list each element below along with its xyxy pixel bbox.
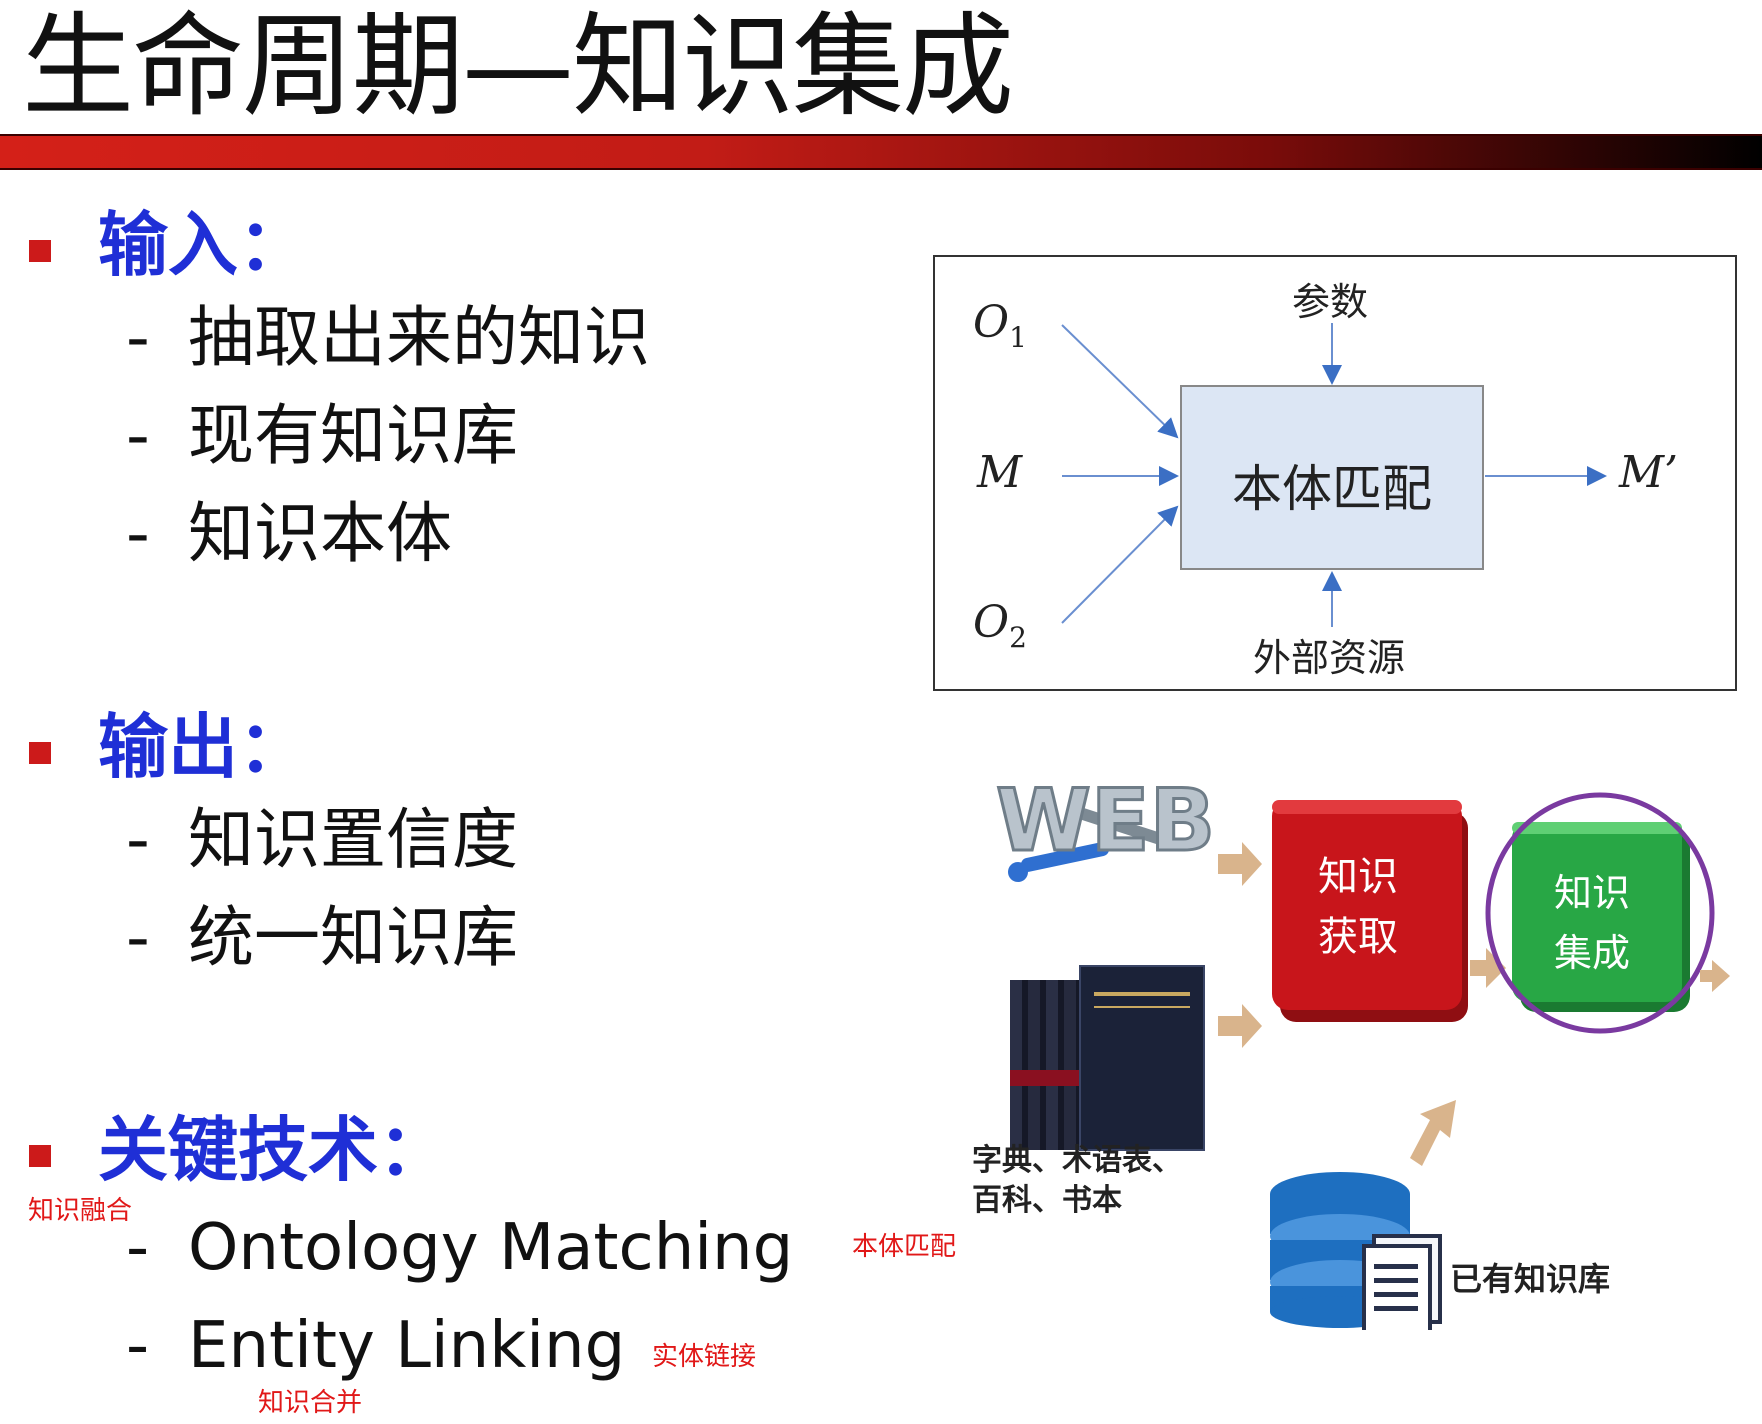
item-text: 现有知识库	[188, 397, 518, 474]
label-o2: O2	[973, 597, 1027, 654]
center-box	[1180, 385, 1484, 570]
label-m-out: M’	[1619, 447, 1679, 498]
heading-output: 输出：	[98, 706, 308, 788]
arrow-o1	[1061, 324, 1179, 439]
arrow-books-to-acquire	[1218, 1004, 1262, 1048]
list-item: -现有知识库	[126, 397, 518, 474]
page-title: 生命周期—知识集成	[22, 2, 1014, 132]
heading-input: 输入：	[98, 204, 308, 286]
list-item: -Entity Linking	[126, 1309, 626, 1383]
arrow-o2	[1061, 505, 1179, 624]
arrow-web-to-acquire	[1218, 842, 1262, 886]
title-underline-bar	[0, 134, 1762, 170]
item-text: Ontology Matching	[188, 1211, 794, 1285]
heading-key-tech: 关键技术：	[98, 1109, 448, 1191]
svg-text:知识: 知识	[1554, 871, 1630, 915]
svg-text:集成: 集成	[1554, 931, 1630, 975]
list-item: -统一知识库	[126, 899, 518, 976]
item-text: 统一知识库	[188, 899, 518, 976]
label-o1: O1	[973, 297, 1027, 354]
kb-label: 已有知识库	[1450, 1260, 1610, 1298]
bullet-key-tech	[29, 1145, 51, 1167]
bullet-output	[29, 742, 51, 764]
svg-text:获取: 获取	[1318, 914, 1398, 960]
ontology-matching-diagram: 参数 本体匹配 外部资源 O1 M O2 M’	[933, 255, 1737, 691]
svg-text:WEB: WEB	[996, 771, 1215, 871]
books-icon	[1010, 965, 1205, 1151]
item-text: 知识本体	[188, 495, 452, 572]
annotation-key-tech: 知识融合	[28, 1196, 133, 1226]
list-item: -Ontology Matching	[126, 1211, 794, 1285]
svg-text:知识: 知识	[1318, 854, 1398, 900]
item-text: 知识置信度	[188, 801, 518, 878]
annotation-ontology-matching: 本体匹配	[852, 1232, 957, 1262]
label-center: 本体匹配	[1232, 460, 1432, 518]
books-label-line2: 百科、书本	[972, 1183, 1122, 1218]
diagram-arrows	[1061, 323, 1607, 627]
document-icon	[1362, 1234, 1442, 1330]
arrow-acquire-to-integrate	[1470, 948, 1506, 988]
annotation-knowledge-merge: 知识合并	[258, 1388, 363, 1418]
knowledge-integrate-block: 知识 集成	[1512, 822, 1690, 1012]
highlight-circle	[1485, 792, 1715, 1034]
web-logo-icon: WEB	[995, 770, 1217, 882]
list-item: -知识本体	[126, 495, 452, 572]
list-item: -知识置信度	[126, 801, 518, 878]
list-item: -抽取出来的知识	[126, 299, 650, 376]
arrow-integrate-out	[1700, 960, 1730, 992]
annotation-entity-linking: 实体链接	[652, 1342, 757, 1372]
label-external: 外部资源	[1253, 636, 1406, 680]
arrow-kb-to-integrate	[1410, 1100, 1456, 1166]
bullet-input	[29, 240, 51, 262]
knowledge-acquire-block: 知识 获取	[1272, 800, 1468, 1022]
pipeline-graphic: WEB 字典、术语表、 百科、书本 知识 获取 知识 集成	[972, 770, 1730, 1330]
item-text: Entity Linking	[188, 1309, 626, 1383]
books-label-line1: 字典、术语表、	[972, 1143, 1182, 1178]
item-text: 抽取出来的知识	[188, 299, 650, 376]
label-param: 参数	[1292, 280, 1369, 324]
label-m: M	[977, 447, 1023, 498]
